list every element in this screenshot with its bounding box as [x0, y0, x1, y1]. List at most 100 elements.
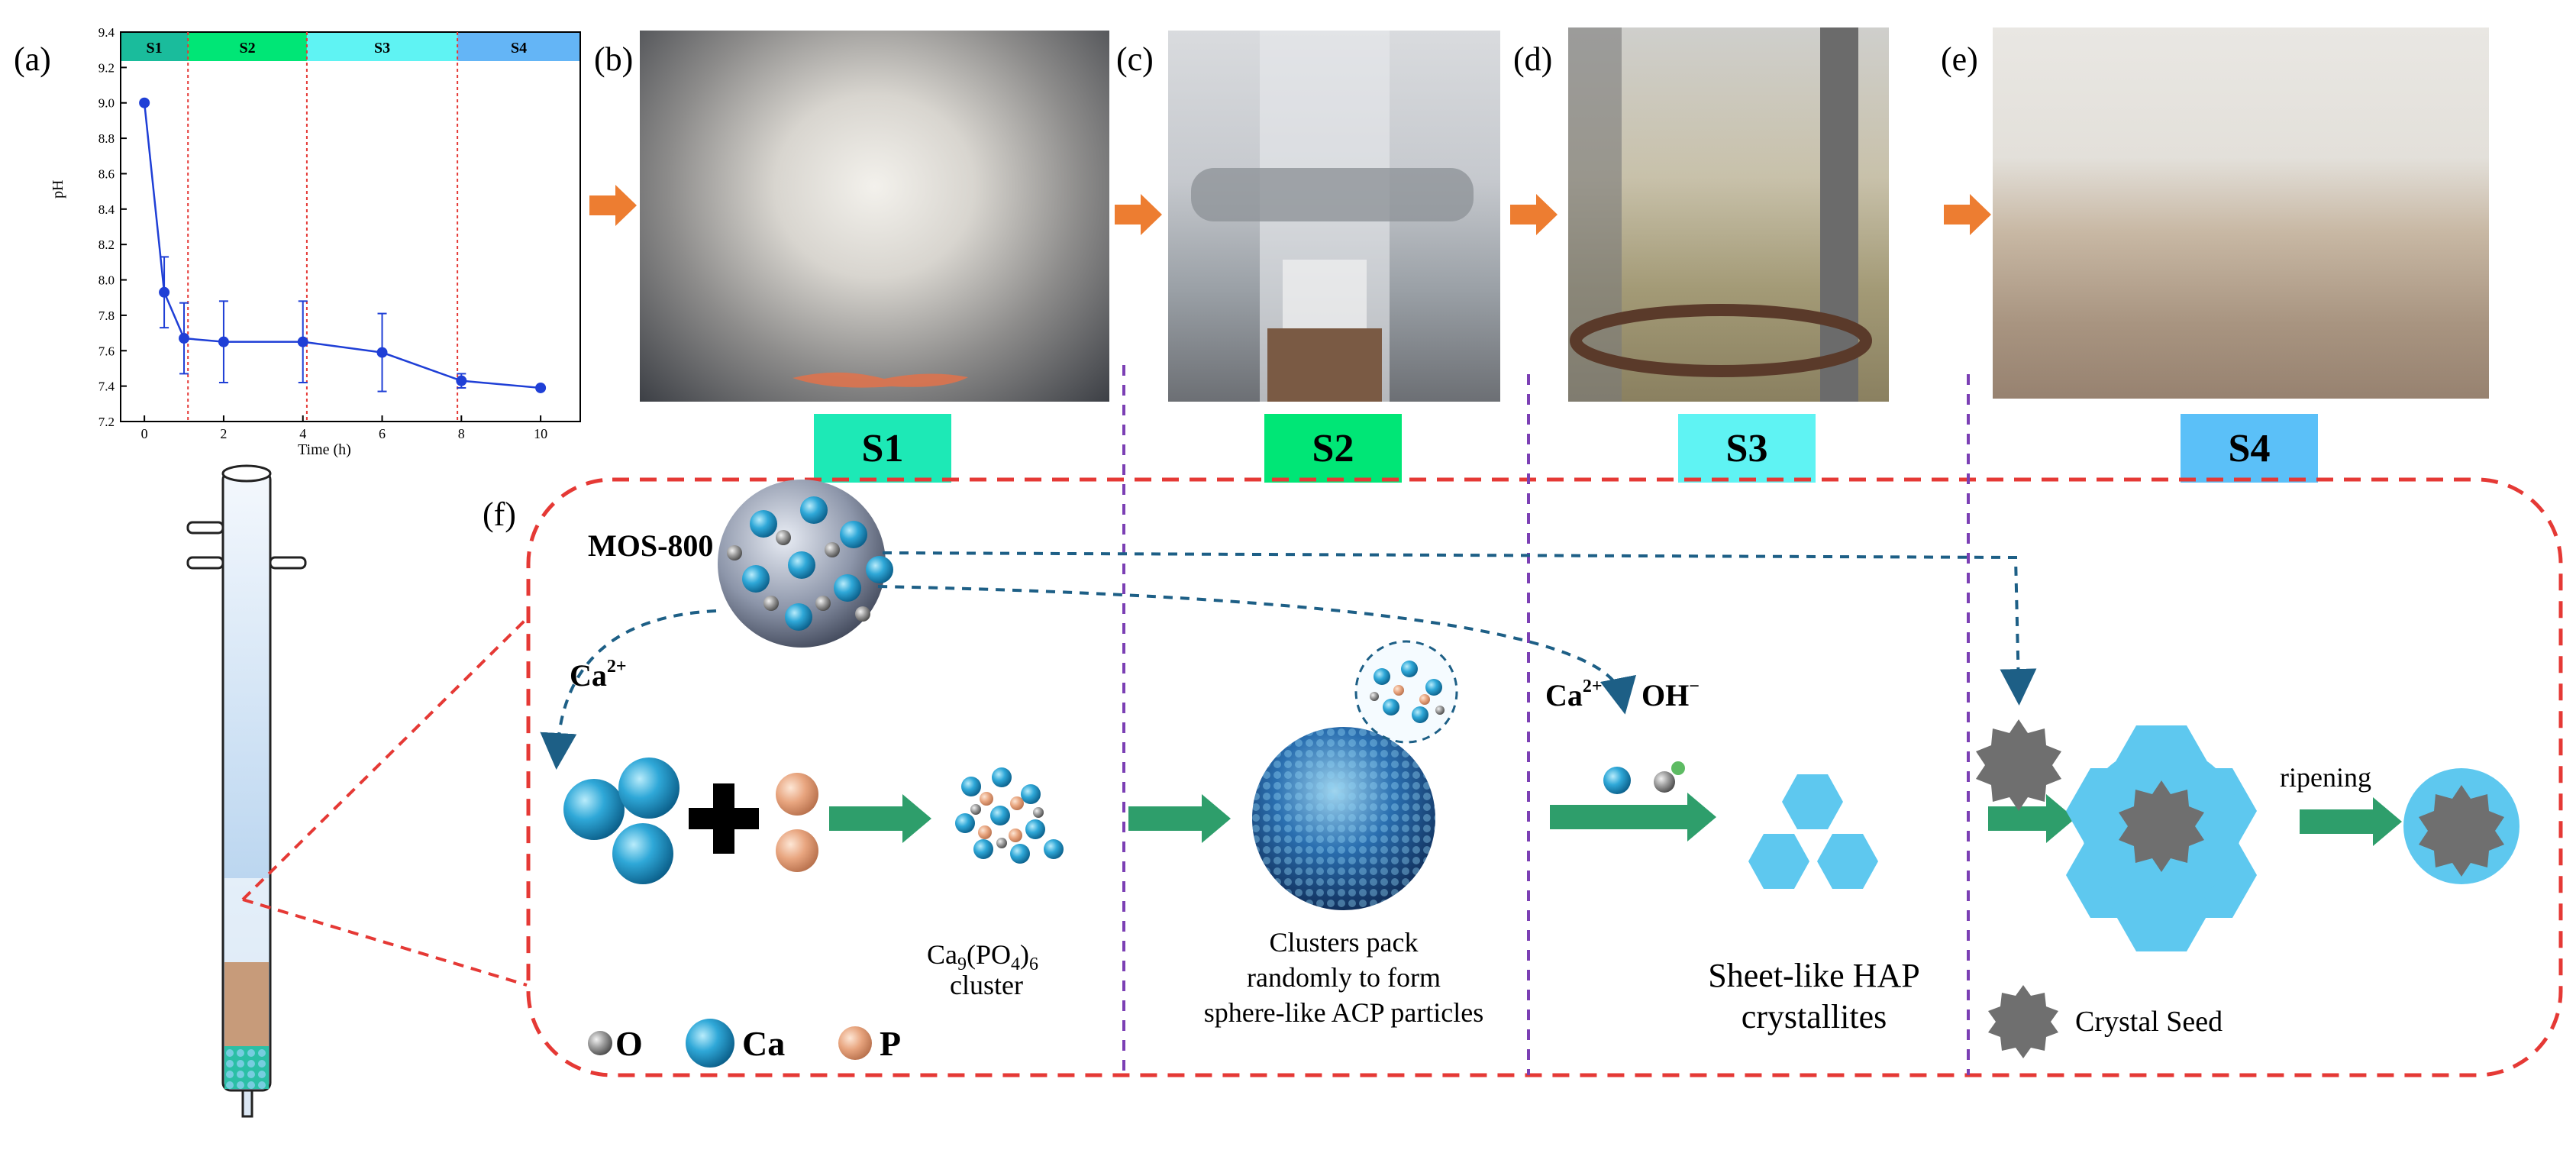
chart-data-point	[297, 336, 308, 347]
chart-x-axis-label: Time (h)	[298, 441, 351, 458]
cluster-word: cluster	[950, 970, 1023, 1000]
chart-y-tick-label: 9.2	[98, 60, 115, 75]
green-arrow-icon	[829, 794, 931, 843]
chart-stage-band-label: S4	[511, 40, 527, 57]
legend-p-label: P	[880, 1024, 901, 1063]
chart-data-point	[376, 347, 388, 358]
chart-x-tick-label: 4	[299, 426, 306, 441]
chart-data-point	[535, 382, 547, 393]
green-arrow-icon	[1550, 793, 1716, 842]
hap-caption-line1: Sheet-like HAP	[1708, 957, 1919, 994]
crystal-seed-label: Crystal Seed	[2075, 1006, 2223, 1038]
oh-ion-icon	[1654, 771, 1675, 793]
crystal-seed-icon	[1976, 719, 2061, 811]
ca-atom-icon	[1603, 767, 1631, 794]
crystal-seed-legend-icon	[1988, 985, 2058, 1058]
chart-data-point	[179, 333, 190, 344]
chart-y-axis-label: pH	[50, 180, 66, 199]
legend-o-label: O	[615, 1024, 643, 1063]
chart-stage-band	[121, 32, 189, 61]
chart-series-line	[143, 102, 541, 389]
ca-ion-charge: 2+	[607, 657, 627, 677]
chart-y-tick-label: 8.6	[98, 166, 115, 181]
acp-caption-line1: Clusters pack	[1270, 927, 1419, 958]
svg-text:Ca9(PO4)6: Ca9(PO4)6	[927, 939, 1038, 974]
cluster-formula-sub1: 9	[957, 955, 967, 974]
panel-label-e: (e)	[1941, 40, 1978, 78]
chart-y-tick-label: 7.4	[98, 380, 115, 394]
chart-y-tick-label: 7.2	[98, 415, 115, 429]
chart-y-tick-label: 8.0	[98, 273, 115, 288]
cluster-formula-sub3: 6	[1029, 955, 1038, 974]
stage-label-s2: S2	[1264, 414, 1402, 483]
chart-plot-frame	[120, 31, 581, 422]
chart-x-tick-label: 8	[458, 426, 465, 441]
chart-x-tick-label: 2	[220, 426, 227, 441]
stage-label-s3: S3	[1678, 414, 1816, 483]
chart-x-tick-label: 0	[141, 426, 148, 441]
chart-stage-band	[188, 32, 307, 61]
ca-ion-charge-2: 2+	[1583, 677, 1603, 696]
chart-y-tick-label: 7.6	[98, 344, 115, 358]
chart-stage-band	[306, 32, 458, 61]
ca-atom-icon	[563, 779, 625, 840]
p-atom-icon	[776, 773, 818, 816]
cluster-formula-paren: )	[1020, 939, 1029, 970]
acp-caption-line2: randomly to form	[1247, 962, 1441, 993]
p-atom-icon	[776, 829, 818, 872]
oh-hydrogen-icon	[1671, 761, 1685, 775]
panel-label-c: (c)	[1116, 40, 1154, 78]
reactor-column-icon	[186, 464, 307, 1118]
ca-ion-label-2: Ca	[1545, 678, 1583, 712]
ph-time-chart: S1 S2 S3 S4 0 2 4 6 8 10 7.2 7.4 7.6 7.8 8.0 8.2 8.4 8.6…	[50, 25, 581, 458]
acp-particle-icon	[1252, 640, 1458, 910]
chart-data-point	[218, 336, 229, 347]
orange-arrow-icon	[1115, 194, 1162, 235]
orange-arrow-icon	[1510, 194, 1558, 235]
p-atom-legend-icon	[838, 1026, 872, 1060]
hap-growth-on-seed-icon	[2066, 725, 2257, 951]
mos-800-particle-icon	[718, 480, 893, 648]
ripened-particle-icon	[2403, 768, 2520, 884]
ca-ion-label: Ca	[570, 658, 607, 693]
stage-label-s1: S1	[814, 414, 951, 483]
plus-icon	[689, 783, 759, 854]
chart-y-tick-label: 8.4	[98, 202, 115, 217]
green-arrow-icon	[2300, 797, 2402, 846]
chart-y-tick-label: 9.0	[98, 96, 115, 111]
legend-ca-label: Ca	[742, 1024, 785, 1063]
acp-caption-line3: sphere-like ACP particles	[1204, 997, 1484, 1028]
stage-label-s4: S4	[2181, 414, 2318, 483]
svg-text:OH−: OH−	[1641, 677, 1700, 712]
o-atom-legend-icon	[588, 1031, 612, 1055]
hap-crystallites-icon	[1748, 774, 1878, 889]
panel-label-f: (f)	[483, 496, 516, 533]
chart-stage-band	[457, 32, 580, 61]
chart-stage-band-label: S2	[240, 40, 256, 57]
green-arrow-icon	[1988, 794, 2075, 843]
oh-ion-charge: −	[1689, 677, 1700, 696]
orange-arrow-icon	[1944, 194, 1991, 235]
panel-label-d: (d)	[1513, 40, 1553, 78]
chart-x-tick-label: 10	[534, 426, 547, 441]
green-arrow-icon	[1128, 794, 1231, 843]
chart-y-tick-label: 8.2	[98, 237, 115, 252]
ca-atom-icon	[618, 758, 680, 819]
panel-label-a: (a)	[14, 40, 51, 78]
photo-s1-liquid	[640, 31, 1109, 402]
chart-y-tick-label: 9.4	[98, 25, 115, 40]
chart-data-point	[159, 286, 170, 298]
chart-y-tick-label: 7.8	[98, 308, 115, 323]
svg-text:Ca2+: Ca2+	[570, 657, 627, 693]
cluster-formula-po: (PO	[967, 939, 1011, 970]
chart-stage-band-label: S1	[147, 40, 163, 57]
photo-s3-column	[1568, 27, 1889, 402]
svg-text:Ca2+: Ca2+	[1545, 677, 1603, 712]
chart-stage-band-label: S3	[374, 40, 390, 57]
chart-x-tick-label: 6	[379, 426, 386, 441]
hap-caption-line2: crystallites	[1742, 998, 1887, 1035]
ripening-label: ripening	[2280, 762, 2371, 793]
cluster-formula-sub2: 4	[1011, 955, 1020, 974]
chart-data-point	[139, 97, 150, 108]
